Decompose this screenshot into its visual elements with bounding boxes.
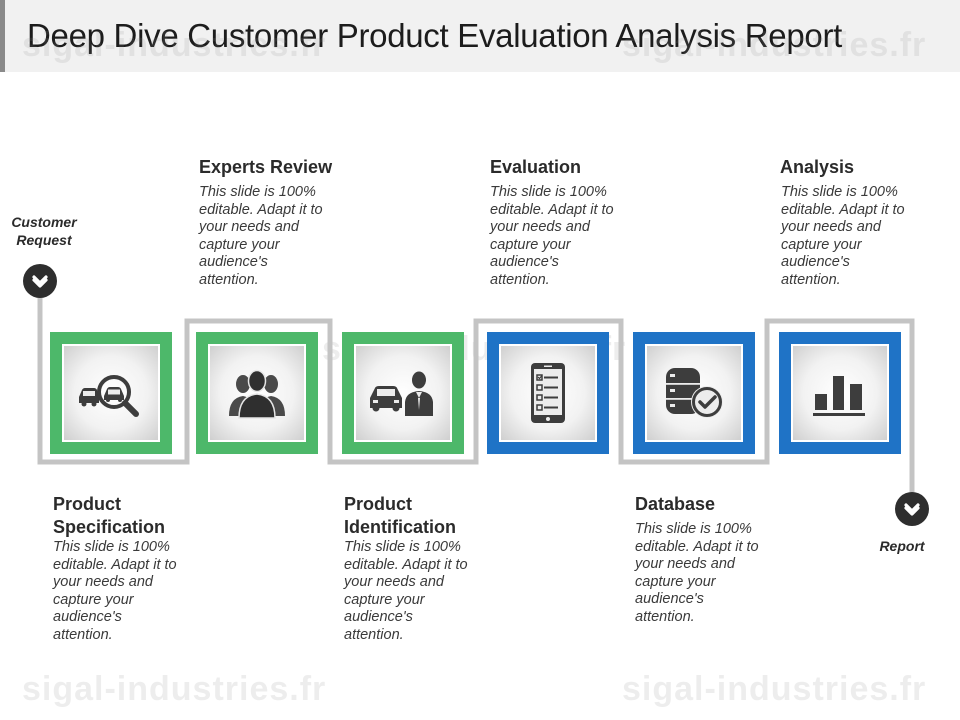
start-label-line2: Request [16,232,72,248]
step-title-line: Specification [53,517,166,537]
end-label: Report [879,538,925,554]
step-title-analysis: Analysis [780,157,855,177]
car-search-icon [79,375,139,417]
car-person-icon [370,371,433,416]
step-body-experts-review: This slide is 100% editable. Adapt it to… [199,184,323,288]
step-tile-product-specification [50,332,172,454]
people-group-icon [229,369,285,419]
step-title-line: Product [53,494,122,514]
tile-inner [62,344,160,442]
step-title-experts-review: Experts Review [199,157,333,177]
step-body-database: This slide is 100% editable. Adapt it to… [635,521,759,625]
chevron-down-icon [32,275,48,288]
tile-inner [499,344,597,442]
step-title-evaluation: Evaluation [490,157,582,177]
step-title-database: Database [635,494,716,514]
step-title-line: Product [344,494,413,514]
tile-inner [645,344,743,442]
page-title: Deep Dive Customer Product Evaluation An… [27,17,842,54]
step-title-product-specification: Product Specification [53,493,165,539]
end-marker [895,492,929,526]
step-body-product-identification: This slide is 100% editable. Adapt it to… [344,539,468,643]
step-body-evaluation: This slide is 100% editable. Adapt it to… [490,184,614,288]
start-label-line1: Customer [11,214,77,230]
step-tile-product-identification [342,332,464,454]
step-tile-evaluation [487,332,609,454]
title-bar: Deep Dive Customer Product Evaluation An… [0,0,960,72]
bar-chart-icon [813,376,865,416]
step-title-line: Identification [344,517,456,537]
step-tile-experts-review [196,332,318,454]
mobile-checklist-icon [531,363,565,423]
database-check-icon [666,368,723,418]
tile-inner [791,344,889,442]
step-body-product-specification: This slide is 100% editable. Adapt it to… [53,539,177,643]
tile-inner [354,344,452,442]
connector-line [37,290,915,498]
step-tile-analysis [779,332,901,454]
start-label: Customer Request [4,213,84,249]
chevron-down-icon [904,503,920,516]
step-body-analysis: This slide is 100% editable. Adapt it to… [781,184,905,288]
tile-inner [208,344,306,442]
step-tile-database [633,332,755,454]
step-title-product-identification: Product Identification [344,493,456,539]
start-marker [23,264,57,298]
